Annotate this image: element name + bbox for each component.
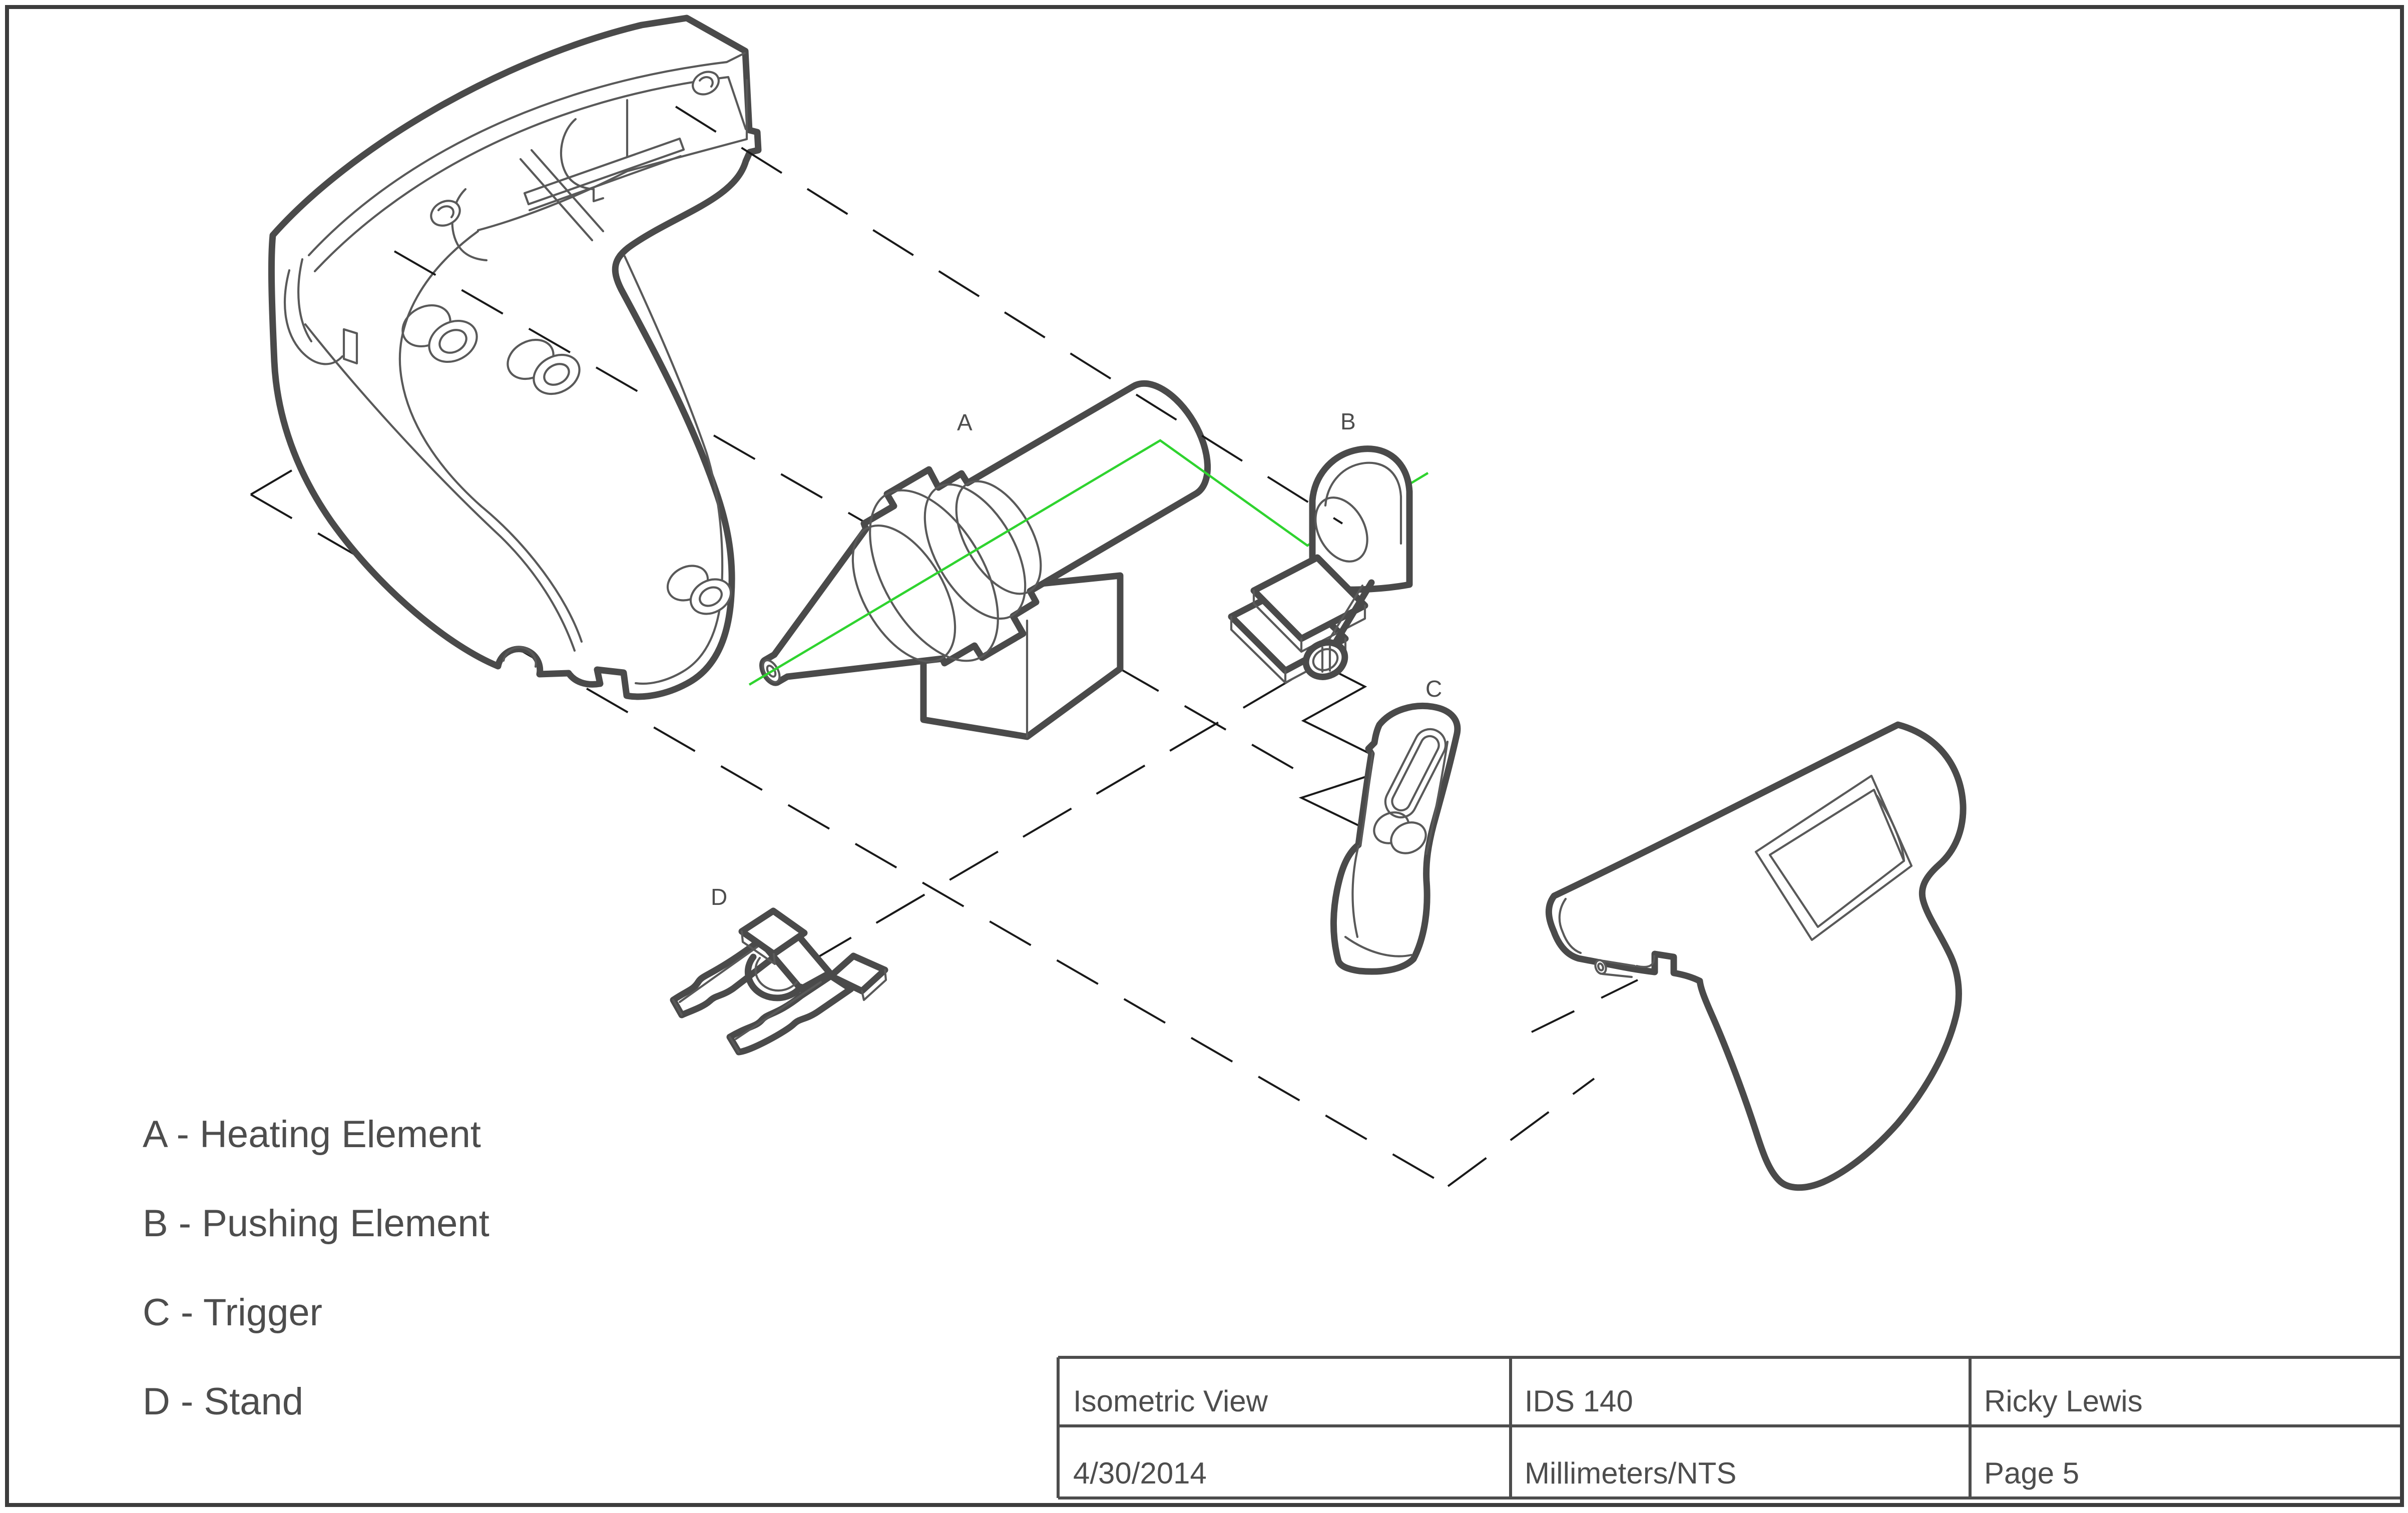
trigger-slot-outer	[1384, 728, 1447, 819]
right-shell-outline	[1545, 721, 1967, 1191]
left-shell-outline	[268, 15, 762, 700]
boss-front	[692, 71, 720, 96]
trigger-right-inner	[1425, 740, 1449, 855]
legend-item-d: D - Stand	[143, 1380, 303, 1423]
guide-lines-over	[394, 106, 1343, 525]
guide-stand-to-pusher	[802, 659, 1326, 967]
pusher-strap-inner	[1324, 584, 1364, 647]
left-shell-notch-inner	[502, 646, 537, 668]
part-right-shell	[1545, 721, 1967, 1191]
title-course: IDS 140	[1525, 1384, 1633, 1418]
stand-arch	[744, 953, 804, 1001]
left-shell-slab-step-arc	[313, 76, 730, 273]
title-view: Isometric View	[1073, 1384, 1268, 1418]
leader-pusher-to-trigger	[1298, 665, 1399, 828]
trigger-slot-inner	[1391, 735, 1440, 812]
boss-front-lower	[507, 338, 581, 395]
boss-handle	[666, 565, 732, 615]
right-shell-recess-inner	[1768, 788, 1905, 928]
left-shell-u-clip-left	[451, 188, 488, 262]
legend: A - Heating Element B - Pushing Element …	[143, 1113, 490, 1423]
boss-small-top	[692, 71, 720, 96]
boss-front	[689, 578, 732, 615]
title-date: 4/30/2014	[1073, 1456, 1207, 1490]
pusher-plate-upper-sides	[1252, 589, 1366, 653]
stand-arch-inner	[754, 956, 798, 992]
trigger-peg-front	[1390, 821, 1427, 854]
left-shell-chamber	[626, 79, 748, 173]
label-part-d: D	[711, 884, 727, 910]
left-shell-nose-hook	[283, 269, 344, 365]
title-units: Millimeters/NTS	[1525, 1456, 1736, 1490]
title-block-grid	[1057, 1356, 2402, 1499]
part-left-shell	[268, 15, 762, 700]
pusher-plate-lower-sides	[1230, 615, 1347, 684]
guide-top-to-pusher	[675, 106, 1343, 525]
guide-notch-segment	[1531, 979, 1638, 1033]
boss-small-mid	[430, 200, 461, 227]
boss-hole	[438, 329, 467, 354]
left-shell-inner-wall-s	[398, 230, 583, 643]
left-shell-slab-inner-arc	[307, 61, 728, 257]
trigger-strap-inner	[1359, 751, 1374, 846]
left-shell-slab-end-lines	[725, 52, 747, 131]
trigger-pin-hole	[1597, 962, 1604, 971]
stand-pad-left-side	[740, 930, 776, 965]
pusher-bore	[1314, 496, 1368, 563]
pusher-arch-inner	[1324, 461, 1402, 545]
title-author: Ricky Lewis	[1984, 1384, 2143, 1418]
boss-hole	[543, 363, 570, 386]
part-c-trigger	[1330, 703, 1461, 975]
trigger-pin-lines	[1601, 959, 1636, 978]
legend-item-a: A - Heating Element	[143, 1113, 481, 1156]
trigger-slot	[1384, 728, 1447, 819]
stand-rail-right-face	[728, 980, 822, 1054]
boss-swirl	[437, 205, 454, 219]
guide-bottom-branch	[1447, 1078, 1595, 1187]
part-b-pushing-element	[1228, 445, 1413, 684]
left-shell-nose-inner	[297, 258, 313, 343]
legend-item-c: C - Trigger	[143, 1291, 322, 1334]
left-shell-plate-line	[528, 155, 682, 212]
right-shell-recess-curve	[1875, 794, 1905, 862]
left-shell-chamber-rod-2	[519, 158, 594, 242]
pusher-strap	[1329, 579, 1375, 651]
left-shell-chamber-rod-1	[530, 149, 605, 233]
right-shell-front-inner	[1558, 897, 1582, 954]
legend-item-b: B - Pushing Element	[143, 1202, 490, 1245]
left-shell-chamber-wall-curve	[476, 170, 629, 232]
stand-pad-right-side	[860, 968, 887, 1001]
trigger-sliver	[1635, 954, 1656, 968]
label-part-b: B	[1340, 408, 1356, 434]
boss-front-upper	[401, 304, 478, 363]
boss-front	[428, 319, 478, 363]
boss-front	[533, 353, 581, 395]
left-shell-u-clip-right	[560, 118, 605, 203]
left-shell-handle-inner	[623, 255, 724, 685]
boss-hole	[699, 586, 723, 607]
label-part-c: C	[1425, 676, 1442, 702]
label-part-a: A	[957, 409, 973, 435]
trigger-foot-bottom-inner	[1344, 935, 1413, 957]
part-a-heating-element	[759, 380, 1211, 740]
pusher-lug-slot	[1321, 645, 1331, 673]
left-shell-edge-tab-top	[342, 328, 358, 335]
title-block: Isometric View IDS 140 Ricky Lewis 4/30/…	[1057, 1356, 2402, 1499]
left-shell-bottom-wall	[304, 323, 576, 652]
page-border	[5, 5, 2404, 1507]
title-page: Page 5	[1984, 1456, 2079, 1490]
stand-pad-left	[738, 907, 808, 957]
boss-swirl	[698, 76, 714, 88]
trigger-foot-left-inner	[1351, 844, 1360, 938]
part-d-stand	[670, 907, 888, 1056]
stand-rail-left-face	[672, 941, 764, 1017]
guide-through-shell	[394, 250, 652, 400]
left-shell-edge-tab	[342, 328, 358, 365]
boss-front	[430, 200, 461, 227]
